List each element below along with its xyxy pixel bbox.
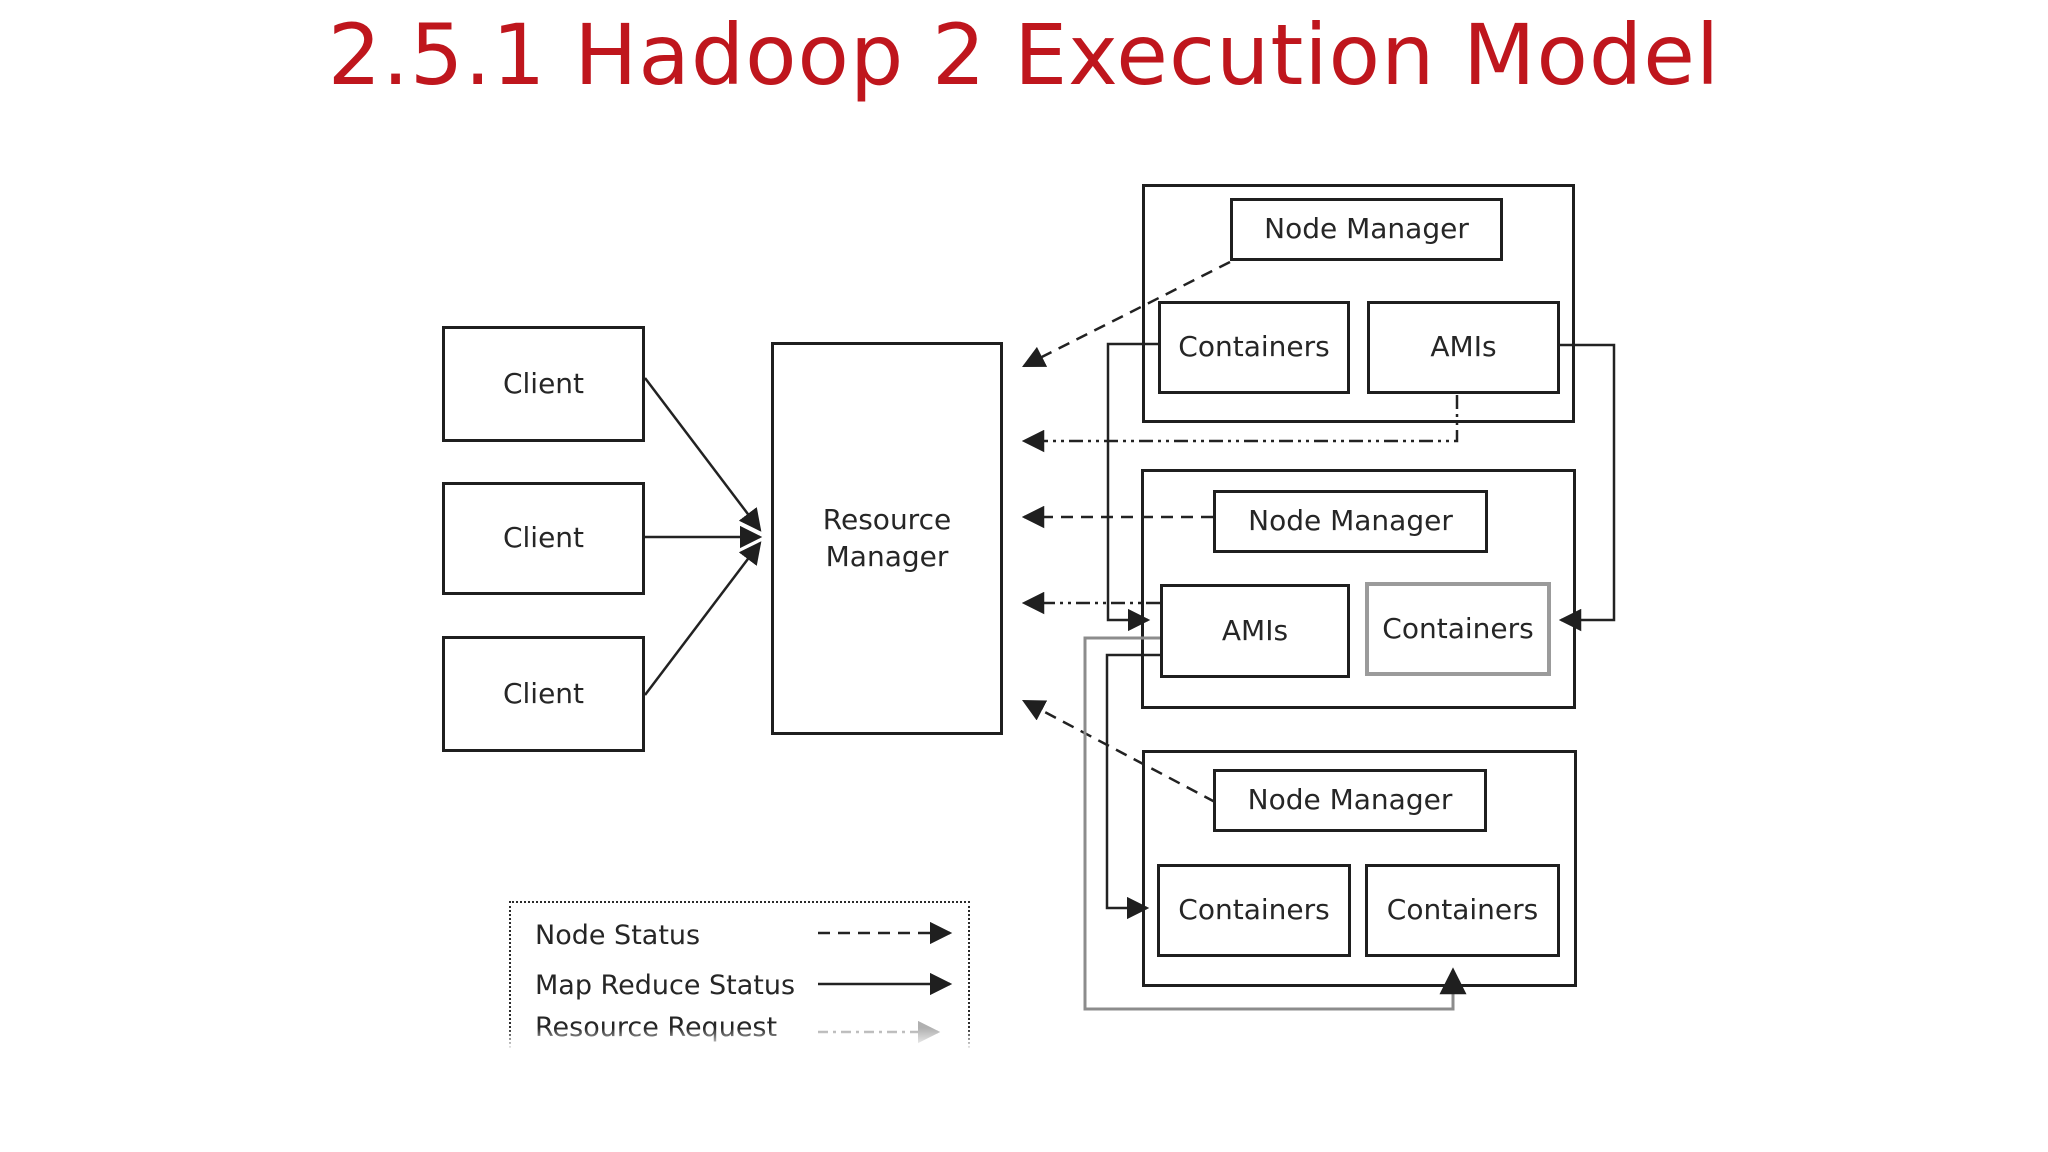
containers-box-node1: Containers <box>1158 301 1350 394</box>
amis-box-node1: AMIs <box>1367 301 1560 394</box>
legend-clip-fade <box>498 1028 982 1054</box>
legend-label-mapreduce-status: Map Reduce Status <box>535 970 796 1001</box>
client-box-2: Client <box>442 482 645 595</box>
amis-box-node2: AMIs <box>1160 584 1350 678</box>
client-box-1: Client <box>442 326 645 442</box>
resource-manager-box: Resource Manager <box>771 342 1003 735</box>
client-to-rm-arrows <box>644 377 763 696</box>
containers-box-node3-right: Containers <box>1365 864 1560 957</box>
legend-box <box>509 901 970 1048</box>
node-manager-box-2: Node Manager <box>1213 490 1488 553</box>
node-manager-box-1: Node Manager <box>1230 198 1503 261</box>
legend-label-node-status: Node Status <box>535 920 701 951</box>
page-title: 2.5.1 Hadoop 2 Execution Model <box>327 6 1721 104</box>
containers-box-node2: Containers <box>1365 582 1551 676</box>
node-manager-box-3: Node Manager <box>1213 769 1487 832</box>
client-box-3: Client <box>442 636 645 752</box>
containers-box-node3-left: Containers <box>1157 864 1351 957</box>
